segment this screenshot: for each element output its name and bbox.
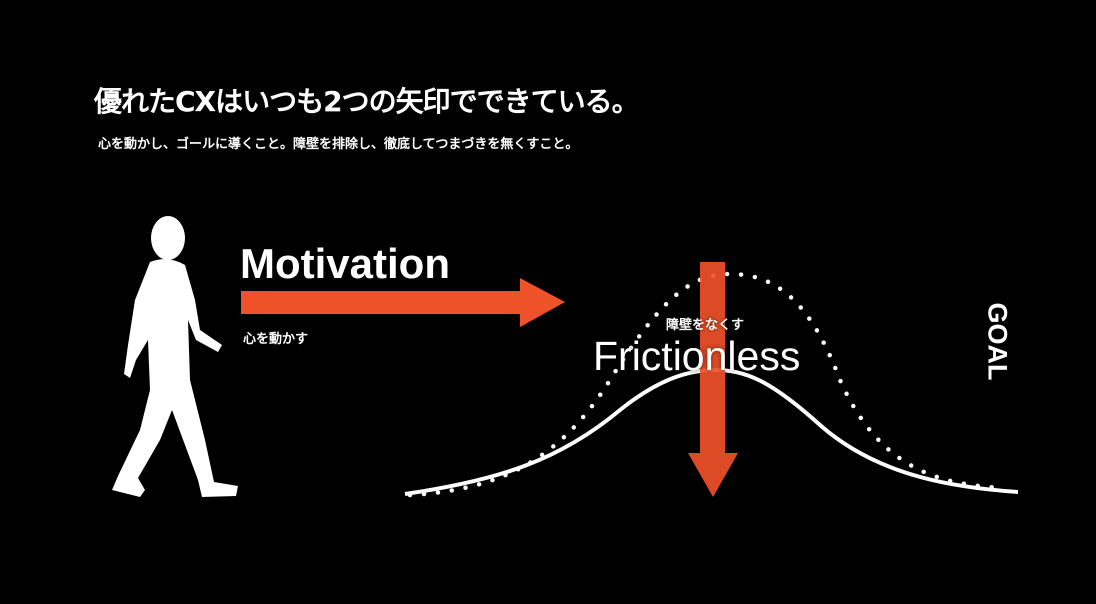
- right-arrow-icon: [241, 278, 565, 327]
- walking-person-icon: [112, 216, 238, 497]
- motivation-label: Motivation: [240, 240, 450, 287]
- page-title: 優れたCXはいつも2つの矢印でできている。: [94, 85, 640, 118]
- down-arrow-icon: [688, 262, 738, 497]
- motivation-dotted-curve: [407, 271, 1008, 498]
- motivation-sublabel: 心を動かす: [243, 332, 309, 347]
- page-subtitle: 心を動かし、ゴールに導くこと。障壁を排除し、徹底してつまづきを無くすこと。: [98, 137, 579, 152]
- frictionless-sublabel: 障壁をなくす: [666, 318, 745, 333]
- frictionless-label: Frictionless: [593, 333, 801, 379]
